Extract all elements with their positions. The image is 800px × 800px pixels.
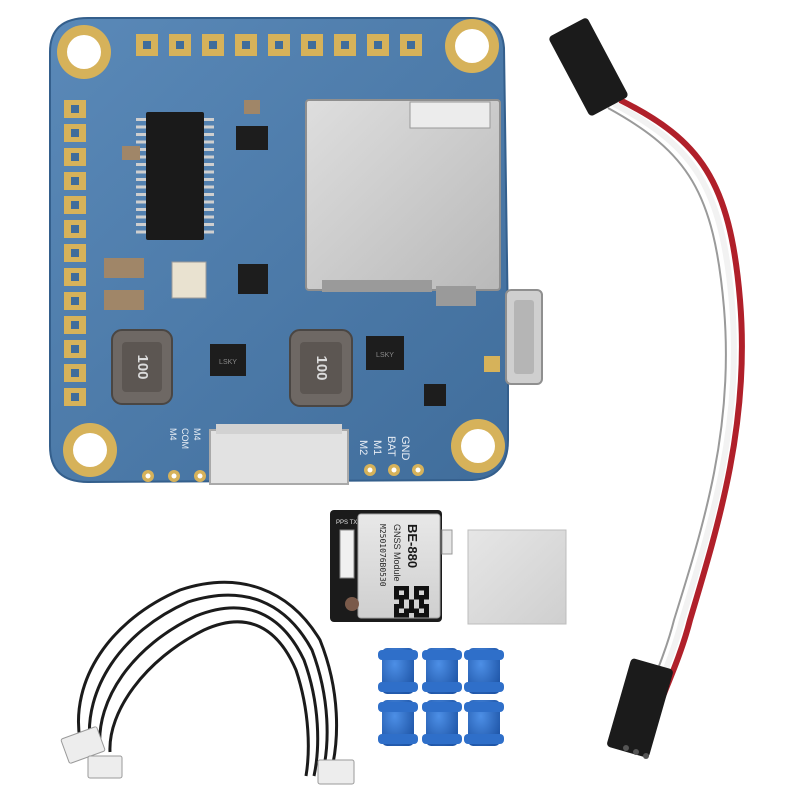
- regulator-chip: LSKY: [210, 344, 246, 376]
- gps-cable: [60, 580, 355, 785]
- solder-pad: [64, 292, 86, 310]
- mcu-chip: [136, 112, 214, 240]
- ic-chip: [424, 384, 446, 406]
- qr-code: [394, 586, 429, 618]
- cable-connector-bottom: [607, 658, 673, 759]
- inductor: 100: [289, 329, 353, 407]
- pad-label: GND: [399, 436, 411, 461]
- sd-card-slot: [305, 99, 501, 306]
- solder-pad: [235, 34, 257, 56]
- solder-pad: [202, 34, 224, 56]
- silicone-dampeners: [378, 648, 504, 746]
- solder-pad: [64, 244, 86, 262]
- foam-pad: [467, 529, 567, 625]
- dampener: [464, 648, 504, 694]
- solder-pad: [136, 34, 158, 56]
- servo-cable: [549, 18, 745, 759]
- solder-pad: [64, 364, 86, 382]
- mounting-hole: [57, 25, 111, 79]
- dampener: [378, 700, 418, 746]
- pad-label: M1: [371, 440, 383, 455]
- solder-pad: [367, 34, 389, 56]
- gps-module: BE-880 GNSS Module M2501076B0530 PPS TX: [330, 510, 453, 622]
- solder-pad: [64, 196, 86, 214]
- left-solder-pads: [64, 100, 86, 406]
- flight-controller-board: 100 100 LSKY LSKY M2 M1 BAT GND: [49, 17, 543, 485]
- capacitor: [122, 146, 140, 160]
- mounting-hole: [63, 423, 117, 477]
- chip-label: LSKY: [376, 352, 394, 359]
- solder-pad: [64, 340, 86, 358]
- solder-pad: [64, 148, 86, 166]
- solder-pad: [64, 268, 86, 286]
- solder-pad: [169, 34, 191, 56]
- crystal: [171, 261, 207, 299]
- mounting-hole: [451, 419, 505, 473]
- ic-chip: [236, 126, 268, 150]
- cable-plug: [60, 726, 106, 764]
- solder-pad: [301, 34, 323, 56]
- solder-pad: [64, 100, 86, 118]
- regulator-chip: LSKY: [366, 336, 404, 370]
- gps-serial-label: M2501076B0530: [378, 524, 387, 587]
- inductor-label: 100: [313, 355, 330, 380]
- solder-pad: [64, 316, 86, 334]
- pad-label: M2: [357, 440, 369, 455]
- gps-model-label: BE-880: [405, 524, 420, 568]
- board-connector: [209, 424, 349, 485]
- pad-label: BAT: [385, 436, 397, 457]
- capacitor: [104, 290, 144, 310]
- solder-pad: [334, 34, 356, 56]
- mounting-hole: [445, 19, 499, 73]
- gps-pin-label: PPS TX: [336, 520, 357, 526]
- capacitor: [244, 100, 260, 114]
- side-labels: M4 COM M4: [168, 428, 202, 449]
- cable-plug: [317, 759, 355, 785]
- pad-labels: M2 M1 BAT GND: [357, 436, 411, 461]
- dampener: [422, 700, 462, 746]
- capacitor: [104, 258, 144, 278]
- chip-label: LSKY: [219, 359, 237, 366]
- solder-pad: [268, 34, 290, 56]
- ic-chip: [238, 264, 268, 294]
- dampener: [378, 648, 418, 694]
- solder-pad: [400, 34, 422, 56]
- gps-subtitle-label: GNSS Module: [392, 524, 402, 582]
- dampener: [464, 700, 504, 746]
- solder-pad: [64, 124, 86, 142]
- bottom-pads: [142, 356, 500, 482]
- top-solder-pads: [136, 34, 422, 56]
- dampener: [422, 648, 462, 694]
- solder-pad: [64, 220, 86, 238]
- pad-label: M4: [192, 428, 202, 441]
- inductor: 100: [111, 329, 173, 405]
- cable-plug: [87, 755, 123, 779]
- pad-label: COM: [180, 428, 190, 449]
- solder-pad: [64, 172, 86, 190]
- pad-label: M4: [168, 428, 178, 441]
- cable-connector-top: [549, 18, 628, 116]
- usb-connector: [505, 289, 543, 385]
- inductor-label: 100: [134, 354, 151, 379]
- solder-pad: [64, 388, 86, 406]
